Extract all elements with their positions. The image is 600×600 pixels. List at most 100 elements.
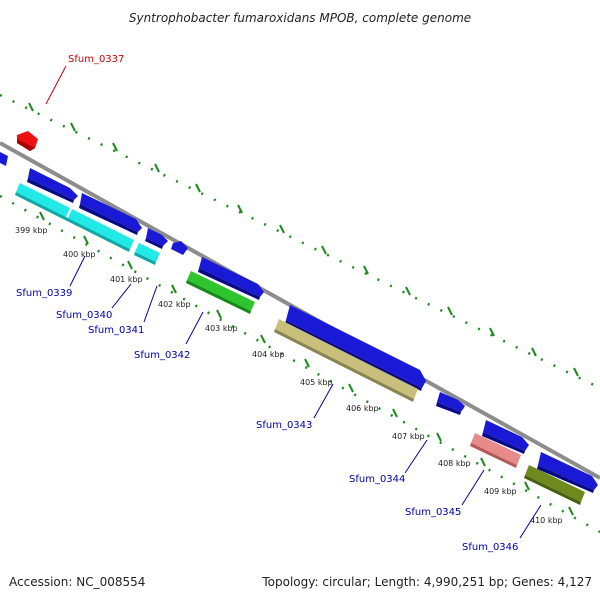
tick: [70, 122, 76, 132]
feature-pink[interactable]: [470, 433, 521, 468]
tick: [321, 245, 327, 255]
category-bar-shade: [274, 329, 414, 402]
feature-blue-1[interactable]: [27, 168, 78, 203]
tick: [447, 306, 453, 316]
feature-blue-7[interactable]: [436, 392, 465, 415]
tick: [171, 284, 177, 294]
feature-blue-8[interactable]: [482, 420, 529, 454]
gene-label-sfum-0339[interactable]: Sfum_0339: [16, 288, 72, 299]
feature-blue-edge[interactable]: [0, 152, 8, 166]
feature-green[interactable]: [186, 271, 255, 314]
gene-arrow-shade: [27, 178, 74, 203]
tick: [127, 260, 133, 270]
map-title: Syntrophobacter fumaroxidans MPOB, compl…: [129, 11, 471, 25]
feature-blue-3[interactable]: [145, 228, 168, 249]
leader-line: [313, 383, 334, 419]
tick: [195, 183, 201, 193]
outer-track-ticks: [28, 102, 579, 377]
inner-track-ticks: [39, 211, 574, 516]
tick: [154, 163, 160, 173]
gene-arrow: [146, 228, 168, 246]
tick: [405, 286, 411, 296]
gene-label-sfum-0342[interactable]: Sfum_0342: [134, 350, 190, 361]
kbp-labels: 399 kbp 400 kbp 401 kbp 402 kbp 403 kbp …: [15, 226, 563, 525]
category-bar: [187, 271, 255, 311]
feature-khaki[interactable]: [274, 319, 418, 402]
kbp-label: 406 kbp: [346, 404, 379, 413]
category-bar-shade: [524, 475, 581, 505]
tick: [480, 457, 486, 467]
category-bar-shade: [15, 192, 130, 252]
gene-arrow-shade: [17, 139, 35, 151]
accession-text: Accession: NC_008554: [9, 575, 145, 589]
leader-line: [111, 283, 132, 309]
tick: [216, 309, 222, 319]
category-bar-shade: [470, 443, 517, 468]
kbp-label: 408 kbp: [438, 459, 471, 468]
feature-blue-6[interactable]: [285, 305, 426, 391]
tick: [568, 506, 574, 516]
tick: [260, 334, 266, 344]
gene-label-sfum-0346[interactable]: Sfum_0346: [462, 542, 518, 553]
gene-label-sfum-0344[interactable]: Sfum_0344: [349, 474, 405, 485]
category-bar: [68, 209, 134, 249]
tick: [39, 211, 45, 221]
feature-olive[interactable]: [524, 465, 585, 505]
tick: [392, 408, 398, 418]
category-bar: [16, 183, 70, 217]
feature-blue-9[interactable]: [537, 452, 598, 493]
leader-line: [519, 504, 542, 539]
gene-arrow: [437, 392, 465, 412]
gene-arrow: [199, 257, 264, 297]
kbp-label: 407 kbp: [392, 432, 425, 441]
gene-arrow: [538, 452, 598, 490]
kbp-label: 403 kbp: [205, 324, 238, 333]
tick: [348, 383, 354, 393]
leader-line: [69, 255, 86, 287]
kbp-label: 401 kbp: [110, 275, 143, 284]
inner-dotted-track: [0, 194, 600, 534]
tick: [304, 358, 310, 368]
kbp-label: 399 kbp: [15, 226, 48, 235]
kbp-label: 410 kbp: [530, 516, 563, 525]
leader-line: [143, 285, 158, 323]
category-bar-shade: [134, 252, 156, 265]
category-bar-shade: [186, 280, 251, 314]
gene-arrow-shade: [198, 268, 260, 300]
kbp-label: 402 kbp: [158, 300, 191, 309]
gene-label-sfum-0343[interactable]: Sfum_0343: [256, 420, 312, 431]
feature-blue-4[interactable]: [171, 241, 188, 255]
feature-blue-2[interactable]: [79, 193, 142, 235]
gene-arrow-shade: [537, 465, 594, 493]
gene-arrow: [0, 152, 8, 166]
gene-arrow-shade: [145, 238, 163, 249]
category-bar: [275, 319, 418, 399]
gene-arrow-shade: [482, 432, 525, 454]
gene-label-sfum-0337[interactable]: Sfum_0337: [68, 54, 124, 65]
gene-label-sfum-0341[interactable]: Sfum_0341: [88, 325, 144, 336]
kbp-label: 400 kbp: [63, 250, 96, 259]
feature-cyan-1[interactable]: [15, 183, 134, 252]
gene-arrow-shade: [436, 402, 461, 415]
tick: [531, 347, 537, 357]
feature-sfum-0337-red[interactable]: [17, 131, 38, 151]
leader-line: [404, 439, 428, 474]
leader-line: [461, 469, 485, 506]
feature-blue-5[interactable]: [198, 257, 264, 300]
tick: [279, 224, 285, 234]
kbp-label: 405 kbp: [300, 378, 333, 387]
kbp-label: 404 kbp: [252, 350, 285, 359]
gene-arrow: [28, 168, 78, 200]
kbp-label: 409 kbp: [484, 487, 517, 496]
tick: [112, 142, 118, 152]
category-bar: [135, 243, 160, 262]
gene-label-sfum-0340[interactable]: Sfum_0340: [56, 310, 112, 321]
gene-labels: Sfum_0337 Sfum_0339 Sfum_0340 Sfum_0341 …: [16, 54, 542, 553]
category-bar: [471, 433, 521, 465]
feature-cyan-2[interactable]: [134, 243, 160, 265]
gene-arrow-shade: [79, 204, 138, 235]
gene-label-sfum-0345[interactable]: Sfum_0345: [405, 507, 461, 518]
gene-arrow: [171, 241, 188, 255]
tick: [436, 432, 442, 442]
